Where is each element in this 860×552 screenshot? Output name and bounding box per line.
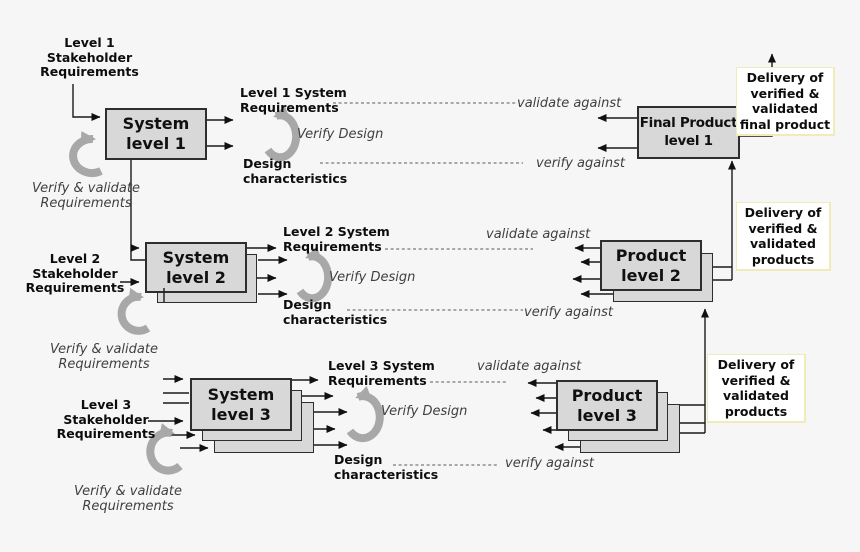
verify-validate-arrow-icon-1: [69, 131, 103, 177]
design-characteristics-label-3: Design characteristics: [334, 452, 439, 482]
validate-against-label-2: validate against: [486, 227, 591, 242]
verify-against-label-2: verify against: [524, 305, 613, 320]
stakeholder-requirements-label-2: Level 2 Stakeholder Requirements: [25, 251, 125, 295]
verify-against-label-3: verify against: [505, 456, 594, 471]
verify-validate-requirements-label-2: Verify & validate Requirements: [50, 342, 158, 373]
verify-validate-requirements-label-3: Verify & validate Requirements: [74, 484, 182, 515]
product-level-2-box: Product level 2: [600, 240, 702, 291]
verify-design-label-2: Verify Design: [329, 270, 416, 285]
system-requirements-label-3: Level 3 System Requirements: [328, 358, 435, 388]
stakeholder-requirements-label-1: Level 1 Stakeholder Requirements: [40, 35, 139, 79]
final-product-level-1-box: Final Product level 1: [637, 106, 740, 159]
system-requirements-label-2: Level 2 System Requirements: [283, 224, 390, 254]
delivery-note-2: Delivery of verified & validated product…: [736, 202, 831, 271]
system-level-1-box: System level 1: [105, 108, 207, 160]
system-level-3-box: System level 3: [190, 378, 292, 431]
dashed-trace-lines: [320, 102, 533, 466]
verify-validate-requirements-label-1: Verify & validate Requirements: [32, 181, 140, 212]
verify-validate-arrow-icon-3: [146, 423, 183, 475]
connector-arrows: [72, 53, 776, 452]
validate-against-label-1: validate against: [517, 96, 622, 111]
system-requirements-label-1: Level 1 System Requirements: [240, 85, 347, 115]
verify-against-label-1: verify against: [536, 156, 625, 171]
delivery-note-3: Delivery of verified & validated product…: [707, 354, 806, 423]
verify-design-label-3: Verify Design: [381, 404, 468, 419]
system-level-2-box: System level 2: [145, 242, 247, 293]
verify-design-label-1: Verify Design: [297, 127, 384, 142]
product-level-3-box: Product level 3: [556, 380, 658, 431]
design-characteristics-label-1: Design characteristics: [243, 156, 348, 186]
verify-validate-arrow-icon-2: [117, 287, 151, 335]
stakeholder-requirements-label-3: Level 3 Stakeholder Requirements: [56, 397, 156, 441]
verify-design-arrow-icon-3: [346, 385, 384, 443]
verify-design-arrow-icon-2: [296, 245, 333, 303]
verify-design-arrow-icon-1: [264, 104, 301, 162]
design-characteristics-label-2: Design characteristics: [283, 297, 388, 327]
delivery-note-1: Delivery of verified & validated final p…: [736, 67, 835, 136]
validate-against-label-3: validate against: [477, 359, 582, 374]
